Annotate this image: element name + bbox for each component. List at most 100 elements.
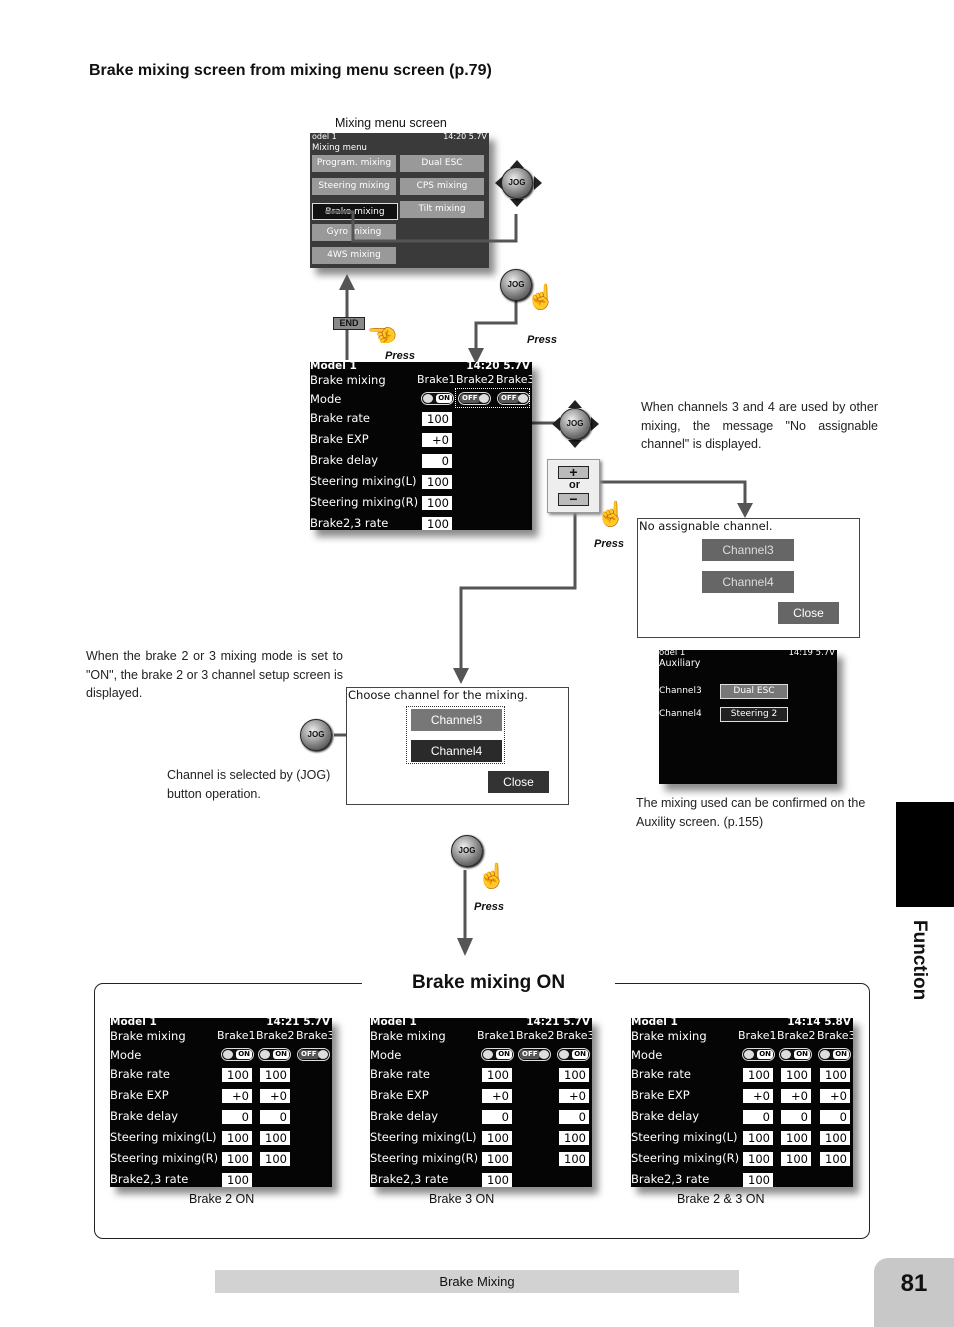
brake-exp-value[interactable]: +0: [422, 433, 452, 447]
value-cell[interactable]: 0: [820, 1110, 850, 1124]
screen-time: 14:20 5.7V: [466, 362, 530, 372]
brake1-toggle[interactable]: ON: [421, 392, 454, 405]
value-cell[interactable]: +0: [260, 1089, 290, 1103]
no-assign-close-button[interactable]: Close: [778, 602, 839, 624]
value-cell[interactable]: 100: [820, 1152, 850, 1166]
end-button-icon[interactable]: END: [333, 317, 365, 330]
mm-item-brake[interactable]: Brake mixing: [312, 203, 398, 220]
jog-button-5-icon[interactable]: JOG: [451, 835, 483, 867]
mm-item-tilt[interactable]: Tilt mixing: [400, 201, 484, 218]
value-cell[interactable]: 0: [222, 1110, 252, 1124]
jog-button-2-icon[interactable]: JOG: [500, 269, 532, 301]
steering-l-value[interactable]: 100: [422, 475, 452, 489]
brake3-toggle[interactable]: OFF: [297, 1048, 330, 1061]
brake2-toggle[interactable]: OFF: [458, 392, 491, 405]
value-cell[interactable]: +0: [559, 1089, 589, 1103]
value-cell[interactable]: 100: [743, 1131, 773, 1145]
row-label: Brake rate: [110, 1067, 171, 1081]
row-label: Steering mixing(R): [110, 1151, 219, 1165]
value-cell[interactable]: 0: [743, 1110, 773, 1124]
mm-item-program[interactable]: Program. mixing: [312, 155, 396, 172]
value-cell[interactable]: 100: [222, 1173, 252, 1187]
col-brake2: Brake2: [516, 1029, 555, 1042]
jog-button-icon[interactable]: JOG: [501, 167, 533, 199]
screen-model: Model 1: [631, 1018, 678, 1028]
brake23-rate-value[interactable]: 100: [422, 517, 452, 530]
brake-mixing-screen: Model 1 14:20 5.7V Brake mixing Brake1 B…: [310, 362, 532, 530]
choose-ch4-button[interactable]: Channel4: [411, 740, 502, 762]
value-cell[interactable]: +0: [781, 1089, 811, 1103]
value-cell[interactable]: 100: [820, 1131, 850, 1145]
brake1-toggle[interactable]: ON: [481, 1048, 514, 1061]
minus-button-icon[interactable]: −: [558, 492, 589, 506]
value-cell[interactable]: 100: [482, 1131, 512, 1145]
value-cell[interactable]: 100: [260, 1131, 290, 1145]
steering-r-value[interactable]: 100: [422, 496, 452, 510]
value-cell[interactable]: 100: [559, 1152, 589, 1166]
brake3-toggle[interactable]: ON: [818, 1048, 851, 1061]
value-cell[interactable]: 100: [743, 1173, 773, 1187]
no-assign-ch4: Channel4: [702, 571, 794, 593]
brake2-toggle[interactable]: ON: [258, 1048, 291, 1061]
value-cell[interactable]: 0: [482, 1110, 512, 1124]
aux-top: odel 1: [659, 650, 686, 658]
mm-item-steering[interactable]: Steering mixing: [312, 178, 396, 195]
mm-item-4ws[interactable]: 4WS mixing: [312, 247, 396, 264]
choose-channel-dialog: Choose channel for the mixing. Channel3 …: [346, 687, 569, 805]
jog-button-4-icon[interactable]: JOG: [300, 719, 332, 751]
value-cell[interactable]: 100: [781, 1068, 811, 1082]
value-cell[interactable]: 0: [781, 1110, 811, 1124]
value-cell[interactable]: 100: [781, 1152, 811, 1166]
jog-button-3-icon[interactable]: JOG: [559, 408, 591, 440]
value-cell[interactable]: 100: [260, 1152, 290, 1166]
arrow-up-icon: [510, 160, 524, 168]
value-cell[interactable]: 100: [260, 1068, 290, 1082]
value-cell[interactable]: 100: [820, 1068, 850, 1082]
value-cell[interactable]: +0: [482, 1089, 512, 1103]
value-cell[interactable]: 0: [260, 1110, 290, 1124]
value-cell[interactable]: 100: [222, 1152, 252, 1166]
brake-rate-value[interactable]: 100: [422, 412, 452, 426]
choose-ch3-button[interactable]: Channel3: [411, 709, 502, 731]
value-cell[interactable]: +0: [820, 1089, 850, 1103]
row-label: Brake EXP: [110, 1088, 169, 1102]
brake-delay-value[interactable]: 0: [422, 454, 452, 468]
aux-ch3-value[interactable]: Dual ESC: [720, 684, 788, 699]
choose-close-button[interactable]: Close: [488, 771, 549, 793]
row-label: Brake delay: [370, 1109, 439, 1123]
screen-model: Model 1: [110, 1018, 157, 1028]
value-cell[interactable]: 100: [781, 1131, 811, 1145]
col-brake2: Brake2: [456, 373, 495, 386]
value-cell[interactable]: +0: [743, 1089, 773, 1103]
mode-label: Mode: [110, 1048, 142, 1062]
value-cell[interactable]: 0: [559, 1110, 589, 1124]
value-cell[interactable]: 100: [559, 1131, 589, 1145]
brake3-toggle[interactable]: ON: [557, 1048, 590, 1061]
value-cell[interactable]: +0: [222, 1089, 252, 1103]
brake1-toggle[interactable]: ON: [742, 1048, 775, 1061]
value-cell[interactable]: 100: [559, 1068, 589, 1082]
plus-button-icon[interactable]: +: [558, 465, 589, 479]
value-cell[interactable]: 100: [482, 1152, 512, 1166]
mm-item-dual-esc[interactable]: Dual ESC: [400, 155, 484, 172]
screen-caption: Brake 3 ON: [429, 1192, 495, 1206]
value-cell[interactable]: 100: [743, 1152, 773, 1166]
value-cell[interactable]: 100: [743, 1068, 773, 1082]
col-brake2: Brake2: [256, 1029, 295, 1042]
row-label: Brake delay: [310, 453, 379, 467]
brake2-toggle[interactable]: OFF: [518, 1048, 551, 1061]
mixing-menu-screen: odel 1 14:20 5.7V Mixing menu Program. m…: [310, 133, 489, 268]
no-assign-dialog: No assignable channel. Channel3 Channel4…: [637, 518, 860, 638]
screen-model: Model 1: [370, 1018, 417, 1028]
plus-minus-keys: + or −: [547, 459, 600, 513]
value-cell[interactable]: 100: [482, 1173, 512, 1187]
value-cell[interactable]: 100: [222, 1068, 252, 1082]
aux-ch4-value[interactable]: Steering 2: [720, 707, 788, 722]
value-cell[interactable]: 100: [482, 1068, 512, 1082]
brake3-toggle[interactable]: OFF: [497, 392, 530, 405]
value-cell[interactable]: 100: [222, 1131, 252, 1145]
col-brake1: Brake1: [417, 373, 456, 386]
mm-item-cps[interactable]: CPS mixing: [400, 178, 484, 195]
brake1-toggle[interactable]: ON: [221, 1048, 254, 1061]
brake2-toggle[interactable]: ON: [779, 1048, 812, 1061]
